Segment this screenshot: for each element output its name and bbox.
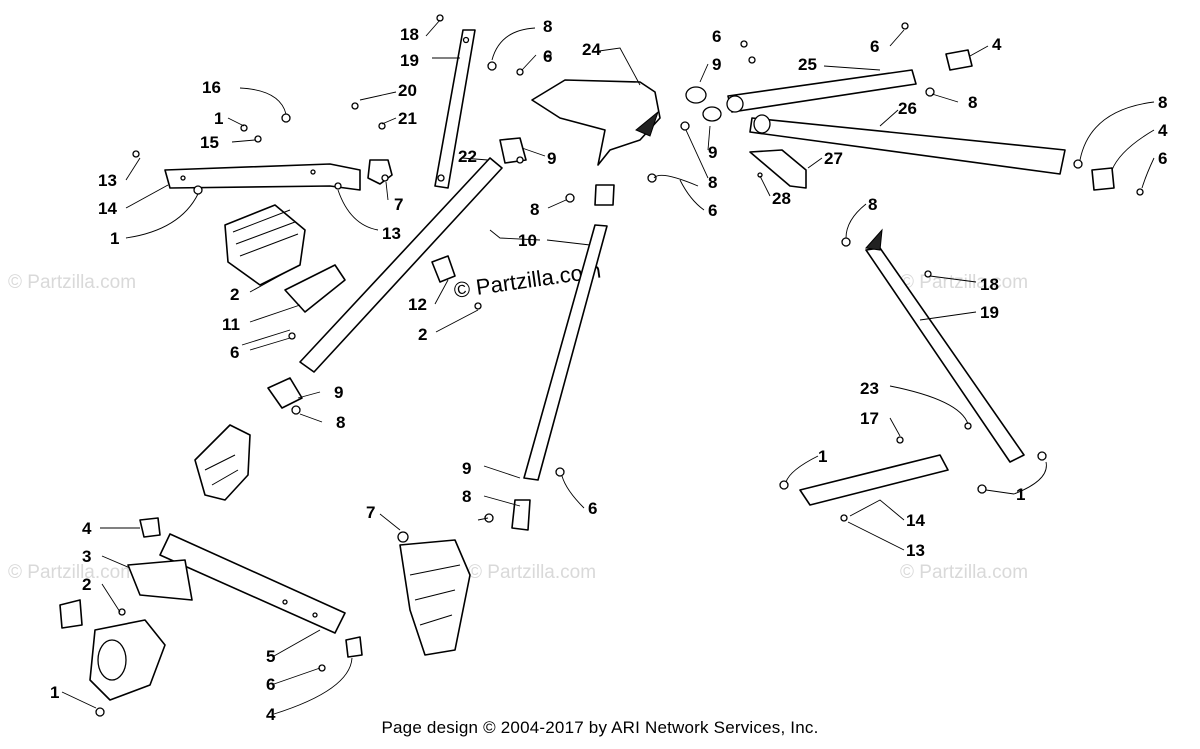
callout: 8 bbox=[708, 173, 717, 192]
callout: 6 bbox=[1158, 149, 1167, 168]
callout: 1 bbox=[818, 447, 827, 466]
callout: 9 bbox=[708, 143, 717, 162]
main-tube-left bbox=[299, 157, 503, 373]
watermark-center-bottom: © Partzilla.com bbox=[468, 562, 596, 583]
callout: 6 bbox=[708, 201, 717, 220]
sleeve-left bbox=[267, 377, 303, 409]
callout: 8 bbox=[868, 195, 877, 214]
main-tube-right bbox=[523, 224, 608, 481]
callout: 19 bbox=[400, 51, 419, 70]
callout: 7 bbox=[366, 503, 375, 522]
callout: 9 bbox=[547, 149, 556, 168]
page-footer: Page design © 2004-2017 by ARI Network S… bbox=[381, 718, 819, 737]
callout: 13 bbox=[906, 541, 925, 560]
callout: 13 bbox=[98, 171, 117, 190]
callout: 1 bbox=[1016, 485, 1025, 504]
callout: 14 bbox=[98, 199, 117, 218]
callout: 19 bbox=[980, 303, 999, 322]
callout: 4 bbox=[1158, 121, 1168, 140]
crossbar-right bbox=[799, 454, 949, 506]
module-bracket bbox=[284, 264, 346, 313]
callout: 25 bbox=[798, 55, 817, 74]
callout: 8 bbox=[543, 17, 552, 36]
callouts: 18 8 6 19 24 20 21 16 1 15 22 9 13 14 1 … bbox=[50, 17, 1168, 724]
seat-bracket-left bbox=[194, 424, 251, 501]
sleeve-right bbox=[511, 499, 531, 531]
callout: 6 bbox=[712, 27, 721, 46]
watermark-left-top: © Partzilla.com bbox=[8, 272, 136, 293]
callout: 4 bbox=[992, 35, 1002, 54]
harness-block bbox=[367, 159, 393, 185]
callout: 9 bbox=[462, 459, 471, 478]
clamp-4-top bbox=[945, 49, 973, 71]
callout: 24 bbox=[582, 40, 601, 59]
callout: 4 bbox=[82, 519, 92, 538]
clamp-4-lower-left bbox=[139, 517, 161, 538]
callout: 1 bbox=[110, 229, 119, 248]
callout: 3 bbox=[82, 547, 91, 566]
callout: 7 bbox=[394, 195, 403, 214]
clamp-4-lower-right bbox=[345, 636, 363, 658]
callout: 21 bbox=[398, 109, 417, 128]
callout: 26 bbox=[898, 99, 917, 118]
callout: 20 bbox=[398, 81, 417, 100]
callout: 8 bbox=[968, 93, 977, 112]
crossbar-upper-left bbox=[164, 163, 361, 191]
callout: 10 bbox=[518, 231, 537, 250]
callout: 23 bbox=[860, 379, 879, 398]
callout: 8 bbox=[1158, 93, 1167, 112]
callout: 22 bbox=[458, 147, 477, 166]
callout: 6 bbox=[543, 47, 552, 66]
callout: 27 bbox=[824, 149, 843, 168]
callout: 2 bbox=[418, 325, 427, 344]
upright-bar-upper-left bbox=[434, 29, 476, 189]
callout: 1 bbox=[214, 109, 223, 128]
callout: 1 bbox=[50, 683, 59, 702]
callout: 12 bbox=[408, 295, 427, 314]
callout: 13 bbox=[382, 224, 401, 243]
callout: 8 bbox=[530, 200, 539, 219]
module-11 bbox=[224, 204, 306, 286]
callout: 17 bbox=[860, 409, 879, 428]
sleeve-top-right bbox=[594, 184, 615, 206]
leader-lines bbox=[61, 19, 1155, 715]
callout: 9 bbox=[334, 383, 343, 402]
crossbar-lower bbox=[159, 533, 346, 634]
callout: 2 bbox=[82, 575, 91, 594]
callout: 11 bbox=[222, 315, 240, 334]
callout: 18 bbox=[980, 275, 999, 294]
arrow-marker bbox=[635, 110, 660, 137]
callout: 9 bbox=[712, 55, 721, 74]
callout: 15 bbox=[200, 133, 219, 152]
clamp-4-right bbox=[1091, 167, 1115, 191]
bracket-27 bbox=[749, 149, 807, 189]
callout: 6 bbox=[588, 499, 597, 518]
callout: 8 bbox=[336, 413, 345, 432]
watermark-right-top: © Partzilla.com bbox=[900, 272, 1028, 293]
hardware bbox=[95, 14, 1144, 717]
callout: 14 bbox=[906, 511, 925, 530]
bracket-3 bbox=[127, 559, 193, 601]
callout: 18 bbox=[400, 25, 419, 44]
callout: 16 bbox=[202, 78, 221, 97]
connector bbox=[59, 599, 83, 629]
tube-26 bbox=[749, 117, 1066, 175]
callout: 5 bbox=[266, 647, 275, 666]
center-bracket-24 bbox=[531, 79, 661, 166]
frame-bracket-center bbox=[399, 539, 471, 656]
watermark-right-bottom: © Partzilla.com bbox=[900, 562, 1028, 583]
callout: 2 bbox=[230, 285, 239, 304]
callout: 6 bbox=[230, 343, 239, 362]
callout: 28 bbox=[772, 189, 791, 208]
watermark-left-bottom: © Partzilla.com bbox=[8, 562, 136, 583]
callout: 6 bbox=[266, 675, 275, 694]
callout: 4 bbox=[266, 705, 276, 724]
callout: 8 bbox=[462, 487, 471, 506]
tube-25 bbox=[727, 69, 917, 113]
callout: 6 bbox=[870, 37, 879, 56]
